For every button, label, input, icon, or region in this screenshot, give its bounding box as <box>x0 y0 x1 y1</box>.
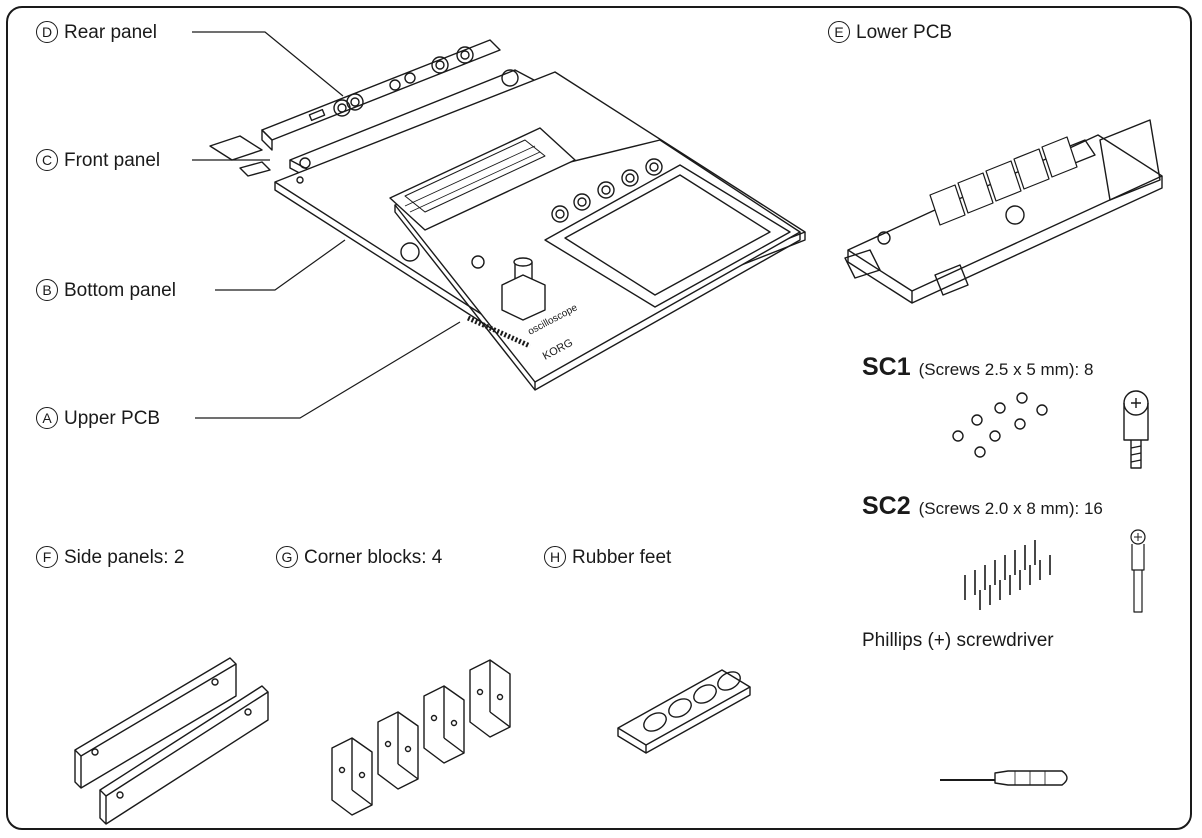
lower-pcb-letter: E <box>828 21 850 43</box>
side-panels-letter: F <box>36 546 58 568</box>
sc2-desc: (Screws 2.0 x 8 mm): 16 <box>918 499 1103 518</box>
sc1-label: SC1 (Screws 2.5 x 5 mm): 8 <box>862 355 1093 380</box>
screwdriver-label: Phillips (+) screwdriver <box>862 630 1054 651</box>
rear-panel-label: D Rear panel <box>36 21 157 43</box>
screwdriver-illustration <box>940 770 1068 786</box>
front-panel-text: Front panel <box>64 149 161 171</box>
upper-pcb-text: Upper PCB <box>64 407 161 429</box>
side-panels-illustration <box>74 657 269 825</box>
sc1-screws-illustration <box>952 390 1149 469</box>
side-panels-label: F Side panels: 2 <box>36 546 184 568</box>
rear-panel-illustration <box>261 39 501 151</box>
rubber-feet-text: Rubber feet <box>572 546 672 568</box>
upper-pcb-label: A Upper PCB <box>36 407 160 429</box>
rear-panel-letter: D <box>36 21 58 43</box>
rubber-feet-label: H Rubber feet <box>544 546 671 568</box>
sc2-code: SC2 <box>862 492 911 520</box>
lower-pcb-text: Lower PCB <box>856 21 953 43</box>
bottom-panel-text: Bottom panel <box>64 279 176 301</box>
corner-blocks-text: Corner blocks: 4 <box>304 546 443 568</box>
upper-pcb-illustration: KORG oscilloscope <box>389 127 801 391</box>
leader-lines <box>192 31 461 419</box>
front-panel-letter: C <box>36 149 58 171</box>
bottom-panel-letter: B <box>36 279 58 301</box>
sc2-screws-illustration <box>964 529 1146 613</box>
corner-blocks-label: G Corner blocks: 4 <box>276 546 442 568</box>
sc1-desc: (Screws 2.5 x 5 mm): 8 <box>918 360 1094 379</box>
lower-pcb-illustration <box>844 119 1163 304</box>
corner-blocks-letter: G <box>276 546 298 568</box>
rubber-feet-illustration <box>617 669 751 754</box>
sc1-code: SC1 <box>862 353 911 381</box>
corner-blocks-illustration <box>331 659 511 816</box>
diagram-frame <box>6 6 1192 830</box>
side-panels-text: Side panels: 2 <box>64 546 185 568</box>
rubber-feet-letter: H <box>544 546 566 568</box>
rear-panel-text: Rear panel <box>64 21 157 43</box>
sc2-label: SC2 (Screws 2.0 x 8 mm): 16 <box>862 494 1103 519</box>
lower-pcb-label: E Lower PCB <box>828 21 952 43</box>
front-panel-label: C Front panel <box>36 149 160 171</box>
bottom-panel-label: B Bottom panel <box>36 279 176 301</box>
upper-pcb-letter: A <box>36 407 58 429</box>
